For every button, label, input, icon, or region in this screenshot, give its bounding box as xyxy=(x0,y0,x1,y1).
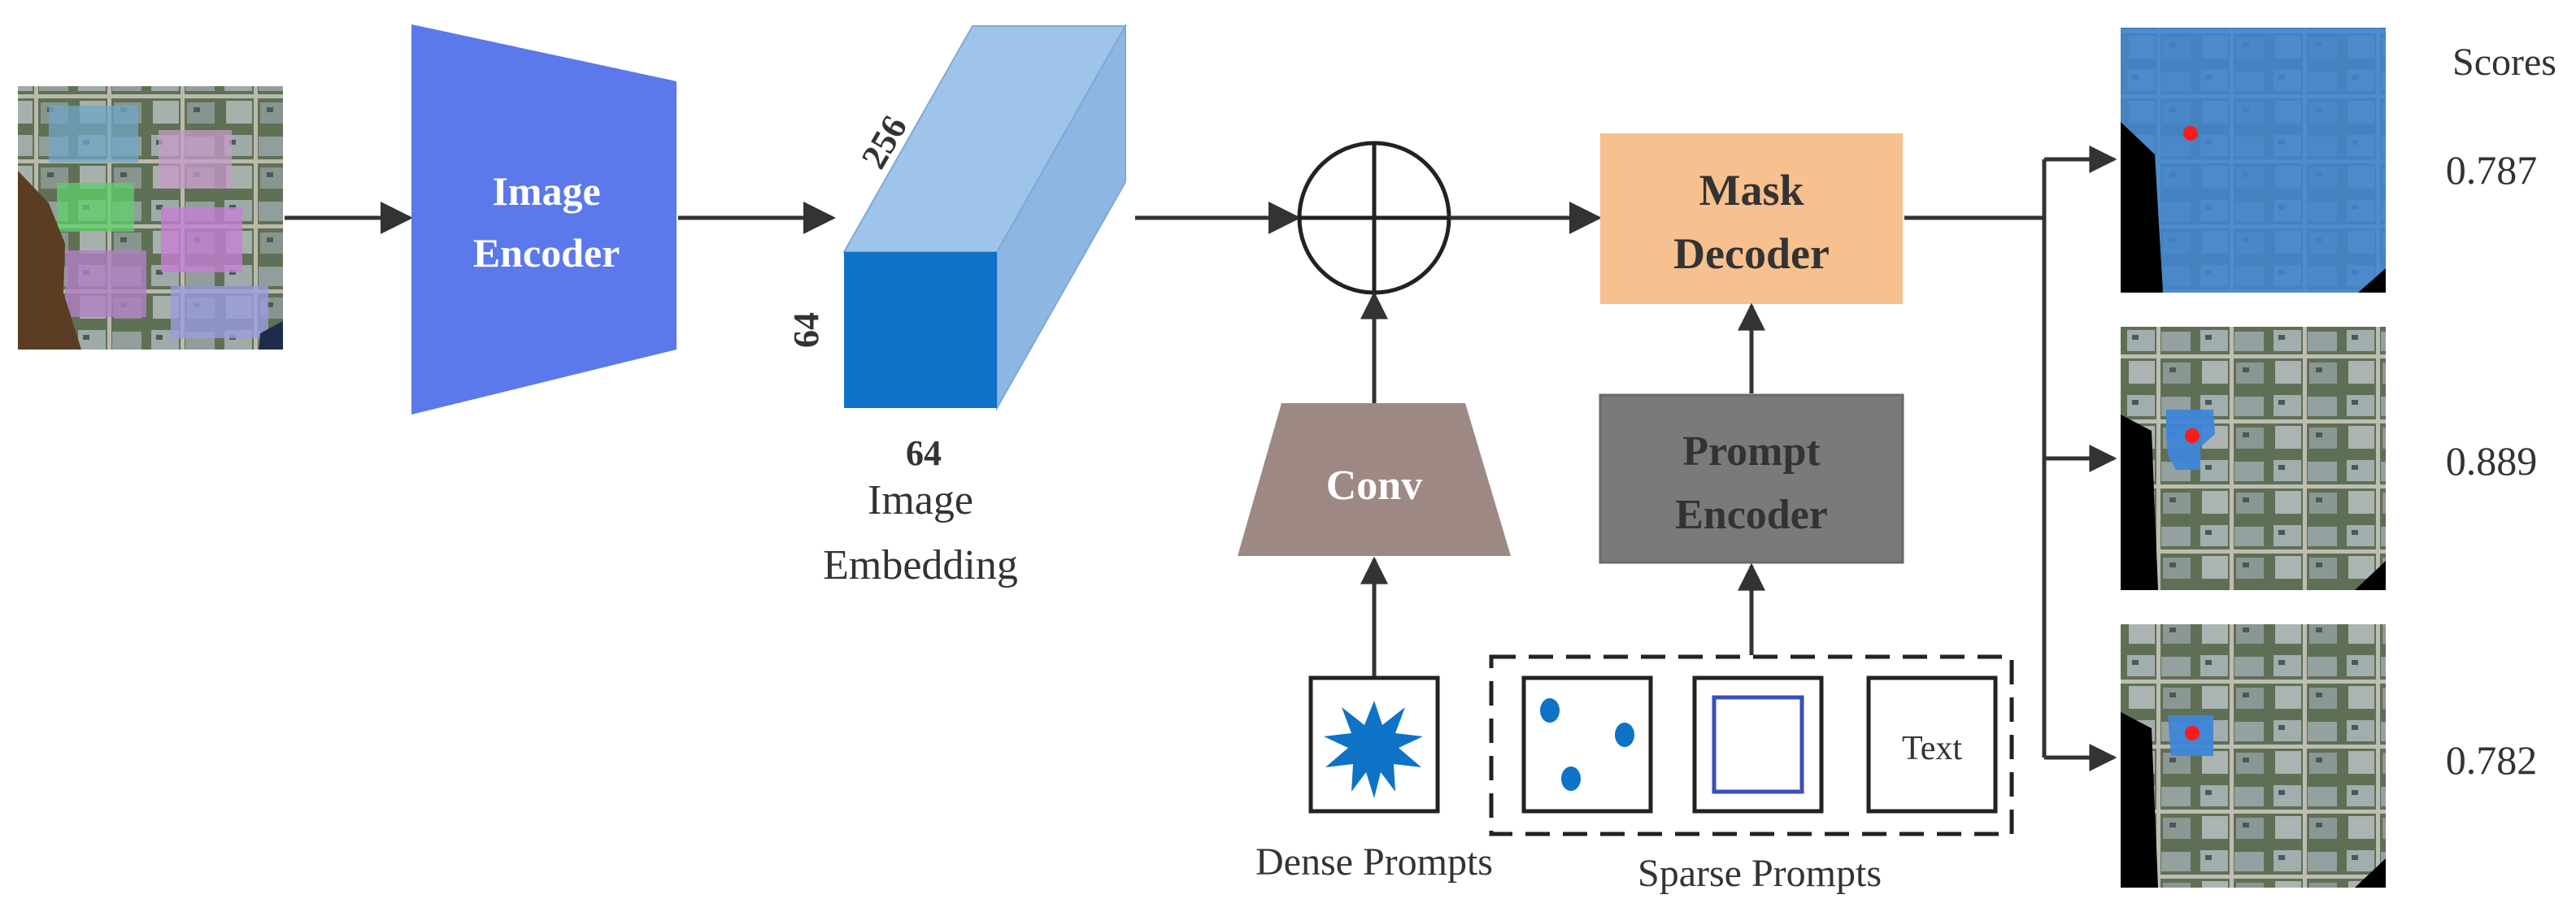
embedding-label-line2: Embedding xyxy=(823,542,1018,588)
mask-dark-edge xyxy=(2121,122,2163,293)
point-dot-icon xyxy=(1615,723,1634,747)
sum-node xyxy=(1297,141,1451,295)
mask-decoder-label-line1: Mask xyxy=(1699,166,1804,215)
mask-dark-corner xyxy=(2355,858,2386,888)
bounding-box-icon xyxy=(1712,695,1804,794)
text-prompt-box: Text xyxy=(1866,675,1998,814)
embedding-front-face xyxy=(844,252,997,408)
box-prompt-box xyxy=(1692,675,1824,814)
segment-pink xyxy=(159,130,232,189)
prompt-encoder-label-line1: Prompt xyxy=(1682,428,1821,475)
dense-prompt-box: Dense Prompts xyxy=(1255,675,1493,884)
point-dot-icon xyxy=(1561,767,1581,791)
sparse-prompts-dashed-frame xyxy=(1489,654,2014,836)
embedding-label-line1: Image xyxy=(868,477,973,523)
mask-dark-corner xyxy=(2355,561,2386,590)
segment-green xyxy=(57,183,134,232)
score-value-1: 0.787 xyxy=(2446,147,2538,193)
prompt-encoder-label-line2: Encoder xyxy=(1675,492,1828,538)
image-encoder: Image Encoder xyxy=(411,24,677,415)
segment-purple xyxy=(161,207,242,272)
prompt-encoder: Prompt Encoder xyxy=(1599,393,1904,564)
score-value-3: 0.782 xyxy=(2446,737,2538,783)
mask-overlay xyxy=(2121,28,2386,293)
points-prompt-box xyxy=(1521,675,1653,814)
prompt-point-marker xyxy=(2185,726,2200,740)
corner-dark xyxy=(259,321,283,350)
image-embedding: 256 64 64 Image Embedding xyxy=(786,23,1127,588)
embedding-dim-bottom: 64 xyxy=(906,433,942,473)
scores-title: Scores xyxy=(2452,41,2556,84)
input-image xyxy=(18,86,283,350)
starburst-icon xyxy=(1324,701,1423,798)
scores-column: Scores 0.787 0.889 0.782 xyxy=(2446,41,2556,783)
embedding-dim-side: 64 xyxy=(786,312,826,348)
text-prompt-label: Text xyxy=(1902,730,1962,767)
sparse-prompts-label: Sparse Prompts xyxy=(1638,852,1882,895)
output-branches xyxy=(1904,145,2117,771)
score-value-2: 0.889 xyxy=(2446,438,2538,484)
mask-dark-edge xyxy=(2121,415,2158,590)
point-dot-icon xyxy=(1540,698,1560,723)
mask-decoder: Mask Decoder xyxy=(1600,133,1903,304)
output-mask-2 xyxy=(2121,327,2386,590)
conv-block: Conv xyxy=(1238,403,1511,556)
prompt-point-marker xyxy=(2185,428,2200,443)
dense-prompts-label: Dense Prompts xyxy=(1255,840,1493,884)
mask-dark-corner xyxy=(2358,268,2386,293)
image-encoder-label-line1: Image xyxy=(492,168,600,214)
output-mask-3 xyxy=(2121,624,2386,888)
segment-violet xyxy=(65,250,146,317)
conv-label: Conv xyxy=(1326,463,1422,509)
sparse-prompts-group: Text Sparse Prompts xyxy=(1489,654,2014,895)
prompt-point-marker xyxy=(2183,126,2198,141)
mask-decoder-label-line2: Decoder xyxy=(1673,229,1830,278)
segment-lavender xyxy=(171,286,268,338)
mask-dark-edge xyxy=(2121,712,2158,888)
segment-blue xyxy=(49,106,138,163)
output-mask-1 xyxy=(2121,28,2386,293)
image-encoder-label-line2: Encoder xyxy=(473,230,620,276)
terrain-brown xyxy=(18,171,81,350)
